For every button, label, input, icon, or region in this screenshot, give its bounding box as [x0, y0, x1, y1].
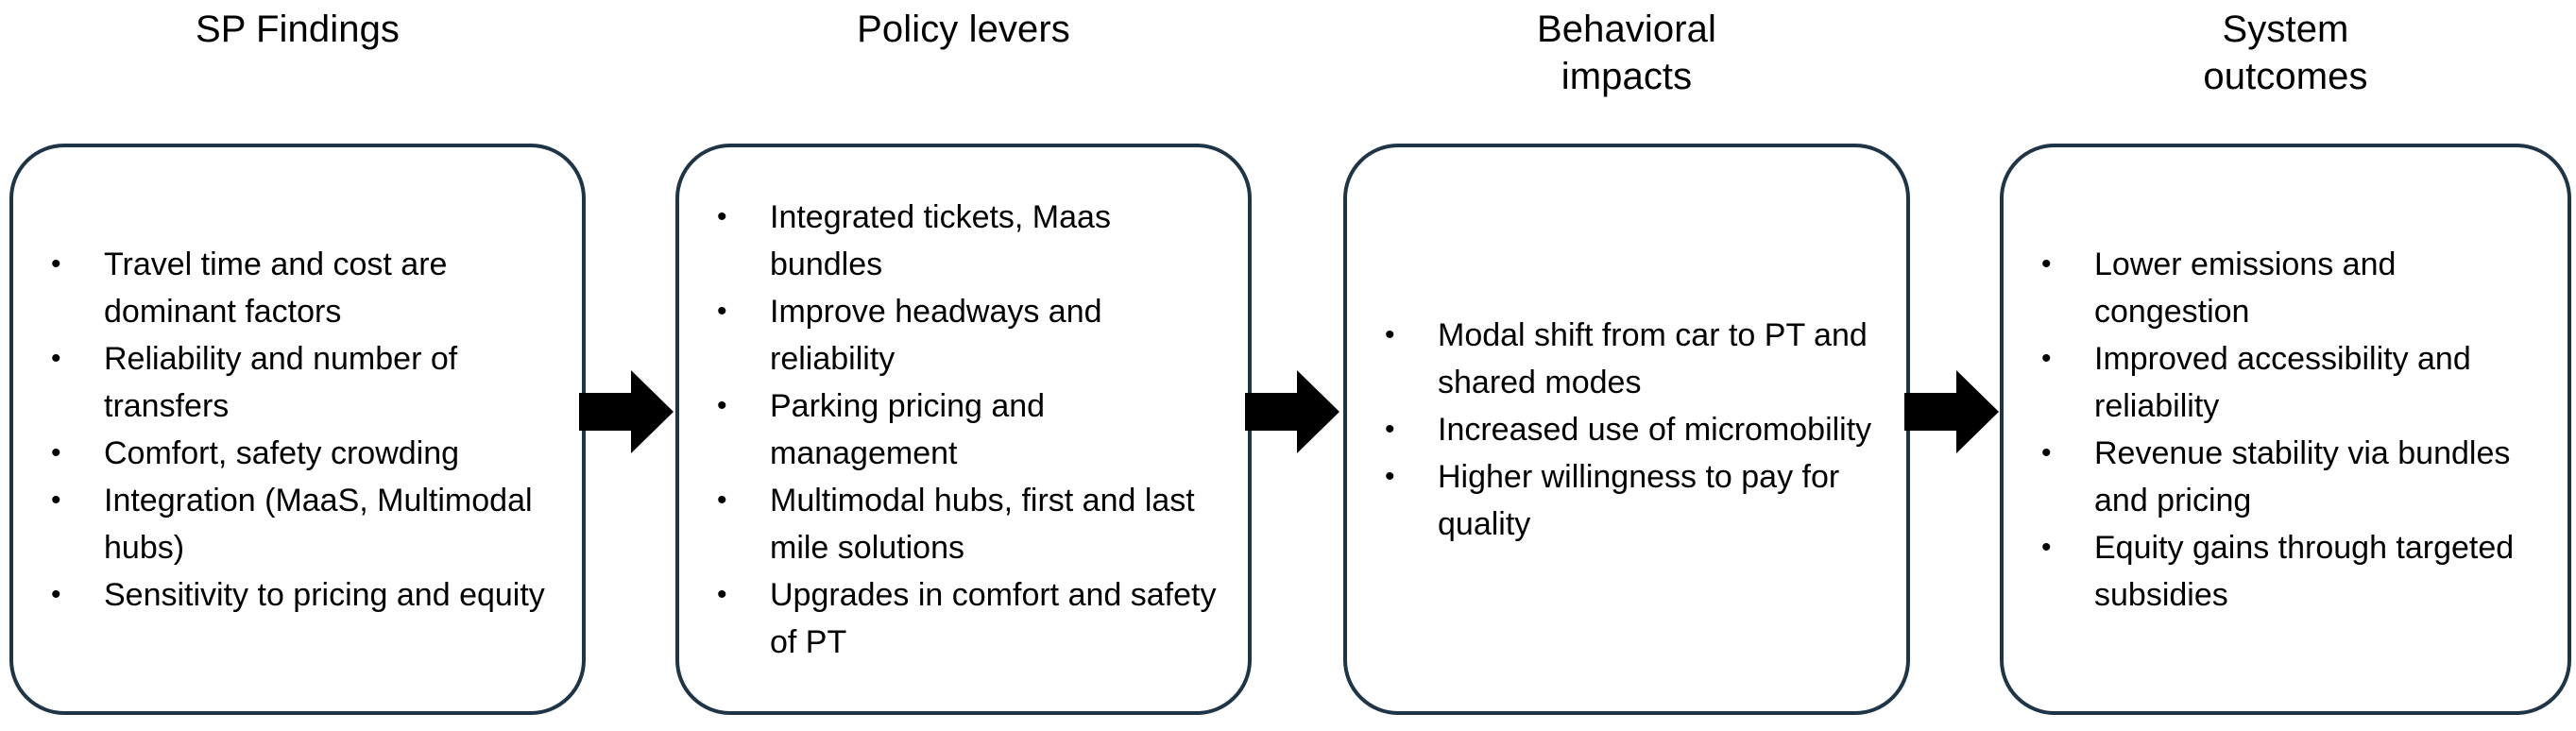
- bullet-list-behavioral-impacts: Modal shift from car to PT and shared mo…: [1347, 312, 1882, 548]
- list-item: Multimodal hubs, first and last mile sol…: [704, 477, 1223, 571]
- stage-sp-findings: SP Findings Travel time and cost are dom…: [9, 0, 586, 731]
- stage-system-outcomes: System outcomes Lower emissions and cong…: [2000, 0, 2571, 731]
- list-item: Increased use of micromobility: [1372, 406, 1882, 453]
- list-item: Revenue stability via bundles and pricin…: [2028, 430, 2543, 524]
- stage-box-system-outcomes[interactable]: Lower emissions and congestion Improved …: [2000, 144, 2571, 715]
- bullet-list-policy-levers: Integrated tickets, Maas bundles Improve…: [679, 194, 1223, 666]
- list-item: Reliability and number of transfers: [38, 335, 557, 430]
- bullet-list-sp-findings: Travel time and cost are dominant factor…: [13, 241, 557, 619]
- list-item: Improved accessibility and reliability: [2028, 335, 2543, 430]
- list-item: Parking pricing and management: [704, 382, 1223, 477]
- list-item: Comfort, safety crowding: [38, 430, 557, 477]
- stage-box-behavioral-impacts[interactable]: Modal shift from car to PT and shared mo…: [1343, 144, 1910, 715]
- list-item: Sensitivity to pricing and equity: [38, 571, 557, 619]
- stage-title-system-outcomes: System outcomes: [2203, 8, 2368, 97]
- stage-title-policy-levers: Policy levers: [857, 8, 1070, 50]
- list-item: Upgrades in comfort and safety of PT: [704, 571, 1223, 666]
- stage-box-policy-levers[interactable]: Integrated tickets, Maas bundles Improve…: [675, 144, 1252, 715]
- list-item: Improve headways and reliability: [704, 288, 1223, 382]
- right-arrow-icon: [1904, 368, 1999, 455]
- bullet-list-system-outcomes: Lower emissions and congestion Improved …: [2004, 241, 2543, 619]
- right-arrow-icon: [1245, 368, 1339, 455]
- list-item: Travel time and cost are dominant factor…: [38, 241, 557, 335]
- list-item: Lower emissions and congestion: [2028, 241, 2543, 335]
- stage-title-sp-findings: SP Findings: [195, 8, 401, 50]
- list-item: Equity gains through targeted subsidies: [2028, 524, 2543, 619]
- stage-policy-levers: Policy levers Integrated tickets, Maas b…: [675, 0, 1252, 731]
- stage-title-behavioral-impacts: Behavioral impacts: [1536, 8, 1716, 97]
- right-arrow-icon: [579, 368, 674, 455]
- list-item: Modal shift from car to PT and shared mo…: [1372, 312, 1882, 406]
- stage-behavioral-impacts: Behavioral impacts Modal shift from car …: [1343, 0, 1910, 731]
- stage-box-sp-findings[interactable]: Travel time and cost are dominant factor…: [9, 144, 586, 715]
- list-item: Integration (MaaS, Multimodal hubs): [38, 477, 557, 571]
- list-item: Higher willingness to pay for quality: [1372, 453, 1882, 548]
- list-item: Integrated tickets, Maas bundles: [704, 194, 1223, 288]
